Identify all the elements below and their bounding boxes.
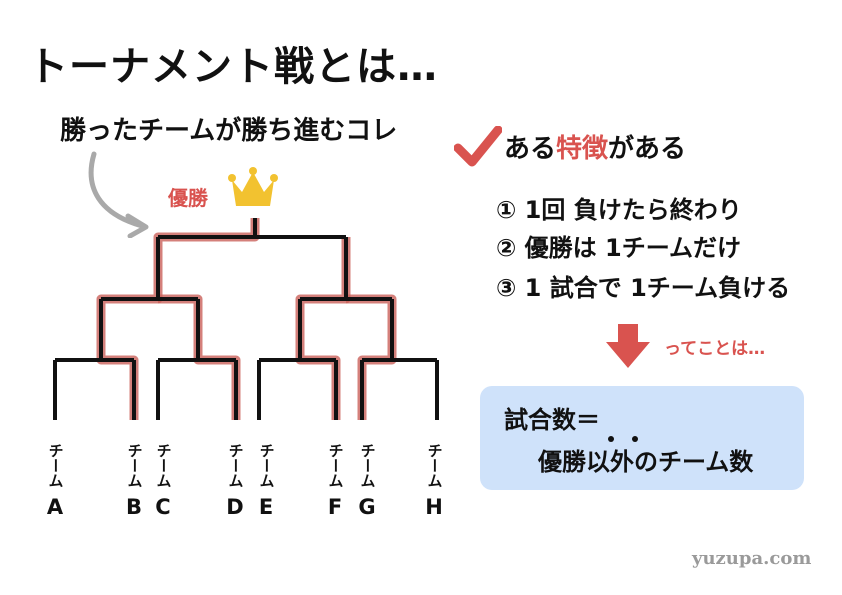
conclusion-text: ってことは… <box>664 339 766 359</box>
team-g: チーム G <box>356 436 378 519</box>
feature-item: ① 1回 負けたら終わり <box>496 196 742 224</box>
team-b: チーム B <box>123 436 145 519</box>
winning-path <box>96 218 397 420</box>
team-letter: G <box>358 495 376 519</box>
team-d: チーム D <box>224 436 246 519</box>
features-heading-prefix: ある <box>504 134 557 164</box>
check-icon <box>454 126 502 167</box>
team-word: チーム <box>46 442 65 488</box>
emphasis-dot <box>608 436 614 442</box>
team-word: チーム <box>125 442 144 488</box>
winner-label: 優勝 <box>168 186 208 210</box>
watermark: yuzupa.com <box>692 548 812 569</box>
team-letter: A <box>46 495 64 519</box>
team-letter: B <box>125 495 142 519</box>
team-word: チーム <box>154 442 173 488</box>
team-letter: H <box>425 495 443 519</box>
features-heading-suffix: がある <box>608 134 687 164</box>
team-word: チーム <box>425 442 444 488</box>
team-a: チーム A <box>44 436 66 519</box>
emphasis-dot <box>632 436 638 442</box>
team-letter: E <box>258 495 274 519</box>
page-title: トーナメント戦とは… <box>28 44 438 90</box>
down-arrow-icon <box>606 324 650 368</box>
result-box <box>480 386 804 490</box>
team-word: チーム <box>226 442 245 488</box>
features-heading-highlight: 特徴 <box>556 134 609 164</box>
result-line-2: 優勝以外のチーム数 <box>538 448 754 476</box>
result-line-1: 試合数＝ <box>504 406 600 434</box>
subtitle: 勝ったチームが勝ち進むコレ <box>60 116 398 146</box>
team-word: チーム <box>257 442 276 488</box>
team-letter: D <box>226 495 244 519</box>
team-c: チーム C <box>152 436 174 519</box>
team-e: チーム E <box>255 436 277 519</box>
team-h: チーム H <box>423 436 445 519</box>
team-f: チーム F <box>324 436 346 519</box>
curved-arrow-icon <box>88 151 149 238</box>
bracket-lines <box>53 218 439 420</box>
team-letter: C <box>155 495 171 519</box>
feature-item: ② 優勝は 1チームだけ <box>496 234 742 262</box>
team-word: チーム <box>358 442 377 488</box>
features-heading: ある特徴がある <box>504 128 686 165</box>
crown-icon <box>228 167 278 206</box>
team-word: チーム <box>326 442 345 488</box>
team-letter: F <box>327 495 343 519</box>
feature-item: ③ 1 試合で 1チーム負ける <box>496 274 791 302</box>
